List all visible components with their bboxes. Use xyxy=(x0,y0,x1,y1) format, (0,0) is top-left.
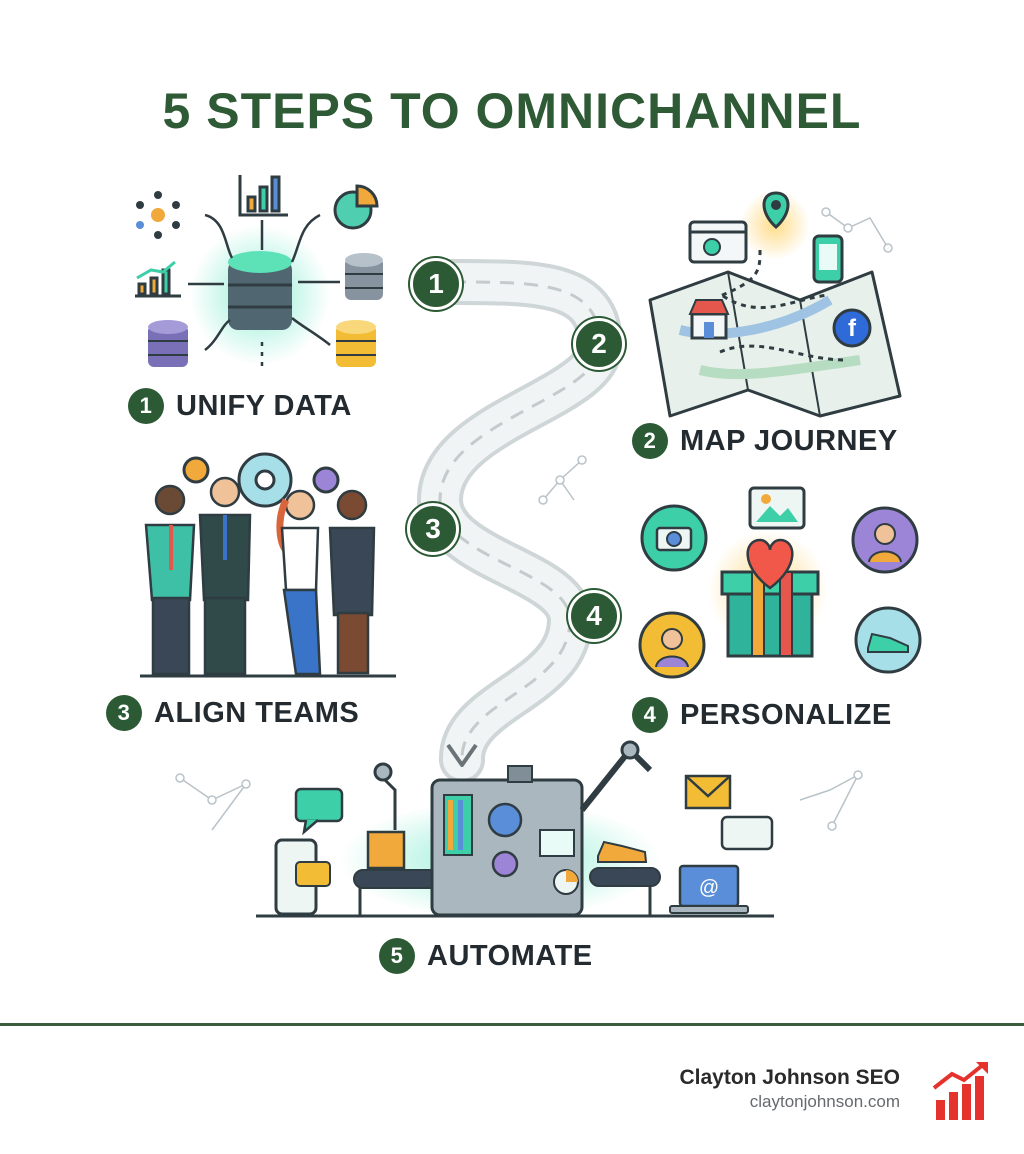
step-2-number: 2 xyxy=(632,423,668,459)
package-icon xyxy=(366,830,406,870)
step-1-text: UNIFY DATA xyxy=(176,389,352,422)
brand-name: Clayton Johnson SEO xyxy=(679,1066,900,1089)
brand-block: Clayton Johnson SEO claytonjohnson.com xyxy=(679,1066,900,1112)
avatar-icon xyxy=(638,611,706,679)
person-icon xyxy=(144,484,196,676)
svg-text:@: @ xyxy=(699,877,719,899)
brand-url[interactable]: claytonjohnson.com xyxy=(749,1092,900,1111)
winding-road xyxy=(416,259,624,783)
step-2-text: MAP JOURNEY xyxy=(680,424,898,457)
database-icon xyxy=(228,251,292,330)
step-5-number: 5 xyxy=(379,938,415,974)
svg-text:f: f xyxy=(848,315,857,342)
facebook-icon: f xyxy=(832,308,872,348)
sneaker-icon xyxy=(597,840,648,863)
illustration: f xyxy=(135,175,922,920)
person-icon xyxy=(276,489,322,676)
road-step-1-badge: 1 xyxy=(410,258,462,310)
chat-bubble-icon xyxy=(294,787,344,836)
automate-illustration: @ xyxy=(256,740,774,920)
database-icon xyxy=(148,320,188,367)
smartphone-icon xyxy=(274,838,331,916)
unify-data-illustration xyxy=(135,175,383,372)
network-icon xyxy=(136,191,180,239)
step-4-number: 4 xyxy=(632,697,668,733)
person-icon xyxy=(198,476,252,676)
pie-chart-icon xyxy=(333,184,379,230)
sneaker-icon xyxy=(854,606,922,674)
footer-divider xyxy=(0,1023,1024,1026)
step-3-number: 3 xyxy=(106,695,142,731)
bar-chart-icon xyxy=(238,175,288,217)
road-step-4-badge: 4 xyxy=(568,590,620,642)
step-5-text: AUTOMATE xyxy=(427,939,593,972)
robot-arm-icon xyxy=(373,740,653,830)
database-icon xyxy=(336,320,376,367)
road-step-3-badge: 3 xyxy=(407,503,459,555)
align-teams-illustration xyxy=(140,452,396,678)
personalize-illustration xyxy=(638,486,922,679)
smartphone-icon xyxy=(812,234,844,284)
road-step-2-badge: 2 xyxy=(573,318,625,370)
image-icon xyxy=(748,486,806,530)
step-4-label: 4 PERSONALIZE xyxy=(632,697,892,733)
step-2-label: 2 MAP JOURNEY xyxy=(632,423,898,459)
camera-icon xyxy=(640,504,708,572)
store-icon xyxy=(688,299,730,340)
location-pin-icon xyxy=(762,191,790,229)
machine xyxy=(430,765,584,917)
heart-icon xyxy=(746,538,794,590)
brand-logo-icon xyxy=(932,1062,988,1120)
decorative-network xyxy=(175,207,893,831)
flow-arrows xyxy=(188,213,340,372)
laptop-icon: @ xyxy=(669,864,749,914)
map-journey-illustration: f xyxy=(648,190,902,418)
step-4-text: PERSONALIZE xyxy=(680,698,892,731)
step-5-label: 5 AUTOMATE xyxy=(379,938,593,974)
browser-icon xyxy=(688,220,748,264)
page-title: 5 STEPS TO OMNICHANNEL xyxy=(162,83,862,139)
chat-bubble-icon xyxy=(720,815,774,851)
database-icon xyxy=(345,253,383,300)
person-icon xyxy=(328,489,376,675)
avatar-icon xyxy=(851,506,919,574)
email-icon xyxy=(684,774,732,810)
step-1-label: 1 UNIFY DATA xyxy=(128,388,352,424)
trend-chart-icon xyxy=(135,260,181,298)
step-1-number: 1 xyxy=(128,388,164,424)
step-3-text: ALIGN TEAMS xyxy=(154,696,360,729)
step-3-label: 3 ALIGN TEAMS xyxy=(106,695,359,731)
